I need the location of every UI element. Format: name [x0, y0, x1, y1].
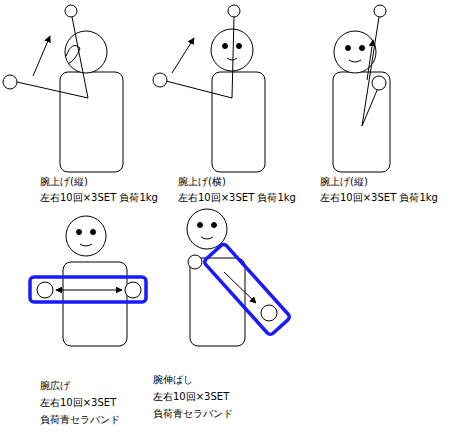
head — [187, 209, 227, 249]
head — [66, 216, 106, 256]
exercise-name: 腕上げ(縦) — [320, 176, 368, 188]
mouth — [227, 58, 237, 60]
eye — [237, 44, 242, 49]
eye — [346, 46, 351, 51]
hand — [125, 282, 141, 298]
hand — [3, 75, 17, 89]
motion-arrow — [56, 290, 122, 291]
hand — [372, 76, 386, 90]
exercise-detail: 左右10回×3SET 負荷1kg — [178, 192, 296, 204]
eye — [223, 44, 228, 49]
arm — [166, 81, 232, 98]
hand — [37, 282, 53, 298]
exercise-name: 腕伸ばし — [153, 374, 193, 386]
eye — [212, 223, 217, 228]
hand — [228, 5, 240, 17]
exercise-name: 腕上げ(横) — [178, 176, 226, 188]
hand — [188, 255, 202, 269]
exercise-name: 腕上げ(縦) — [40, 176, 88, 188]
motion-arrow — [33, 36, 50, 76]
body — [333, 72, 390, 172]
hand — [65, 5, 77, 17]
exercise-detail: 左右10回×3SET — [40, 397, 116, 409]
hand — [261, 305, 277, 321]
body — [212, 72, 265, 172]
head — [211, 29, 253, 71]
motion-arrow — [224, 272, 256, 303]
body — [63, 262, 127, 346]
eye — [91, 230, 96, 235]
therapy-band — [30, 277, 146, 302]
eye — [360, 46, 365, 51]
mouth — [201, 237, 213, 239]
arm — [232, 17, 234, 98]
hand — [374, 5, 386, 17]
exercise-name: 腕広げ — [40, 380, 70, 392]
therapy-band — [203, 243, 291, 336]
eye — [77, 230, 82, 235]
exercise-detail: 負荷青セラバンド — [40, 414, 120, 426]
body — [190, 258, 245, 346]
exercise-detail: 左右10回×3SET 負荷1kg — [40, 192, 158, 204]
body — [60, 72, 123, 172]
motion-arrow — [172, 38, 194, 73]
exercise-detail: 左右10回×3SET 負荷1kg — [320, 192, 438, 204]
exercise-detail: 負荷青セラバンド — [153, 408, 233, 420]
head — [334, 31, 376, 73]
arm — [362, 17, 379, 126]
arm — [362, 88, 378, 126]
mouth — [80, 244, 92, 246]
mouth — [349, 60, 361, 62]
motion-arrow — [367, 40, 373, 80]
exercise-detail: 左右10回×3SET — [153, 391, 229, 403]
arm — [72, 17, 88, 98]
head — [65, 31, 107, 73]
arm — [17, 82, 88, 98]
hand — [153, 73, 167, 87]
eye — [198, 223, 203, 228]
